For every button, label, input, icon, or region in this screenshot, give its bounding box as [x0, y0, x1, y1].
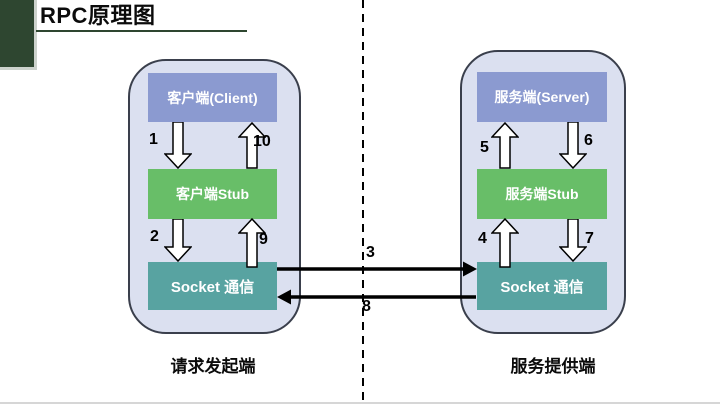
client-caption: 请求发起端 [170, 357, 256, 376]
arrow-down-icon [559, 219, 587, 262]
client-stub-box: 客户端Stub [148, 169, 277, 219]
server-stub-box-label: 服务端Stub [505, 186, 579, 202]
response-arrow [277, 289, 476, 305]
step-1-label: 1 [149, 131, 158, 148]
server-box-label: 服务端(Server) [494, 89, 590, 105]
arrow-down-icon [164, 122, 192, 169]
server-caption: 服务提供端 [510, 357, 596, 376]
step-7-label: 7 [585, 230, 594, 247]
server-stub-box: 服务端Stub [477, 169, 607, 219]
arrow-up-icon [238, 218, 266, 268]
arrow-up-icon [491, 122, 519, 169]
title-underline [36, 30, 247, 32]
client-box: 客户端(Client) [148, 73, 277, 122]
server-socket-box: Socket 通信 [477, 262, 607, 310]
client-stub-box-label: 客户端Stub [175, 186, 250, 202]
arrow-down-icon [164, 219, 192, 262]
server-box: 服务端(Server) [477, 72, 607, 122]
step-5-label: 5 [480, 139, 489, 156]
step-3-label: 3 [366, 244, 375, 261]
client-socket-box: Socket 通信 [148, 262, 277, 310]
step-8-label: 8 [362, 298, 371, 315]
step-4-label: 4 [478, 230, 487, 247]
arrow-up-icon [238, 122, 266, 169]
bottom-border-line [0, 402, 720, 404]
arrow-down-icon [559, 122, 587, 169]
client-box-label: 客户端(Client) [167, 89, 258, 106]
arrow-up-icon [491, 218, 519, 268]
step-6-label: 6 [584, 132, 593, 149]
request-arrow [277, 261, 477, 277]
step-10-label: 10 [253, 133, 271, 150]
page-title: RPC原理图 [40, 3, 156, 28]
corner-decoration [0, 0, 37, 70]
server-socket-box-label: Socket 通信 [500, 278, 584, 296]
step-9-label: 9 [259, 231, 268, 248]
client-socket-box-label: Socket 通信 [170, 278, 255, 296]
step-2-label: 2 [150, 228, 159, 245]
